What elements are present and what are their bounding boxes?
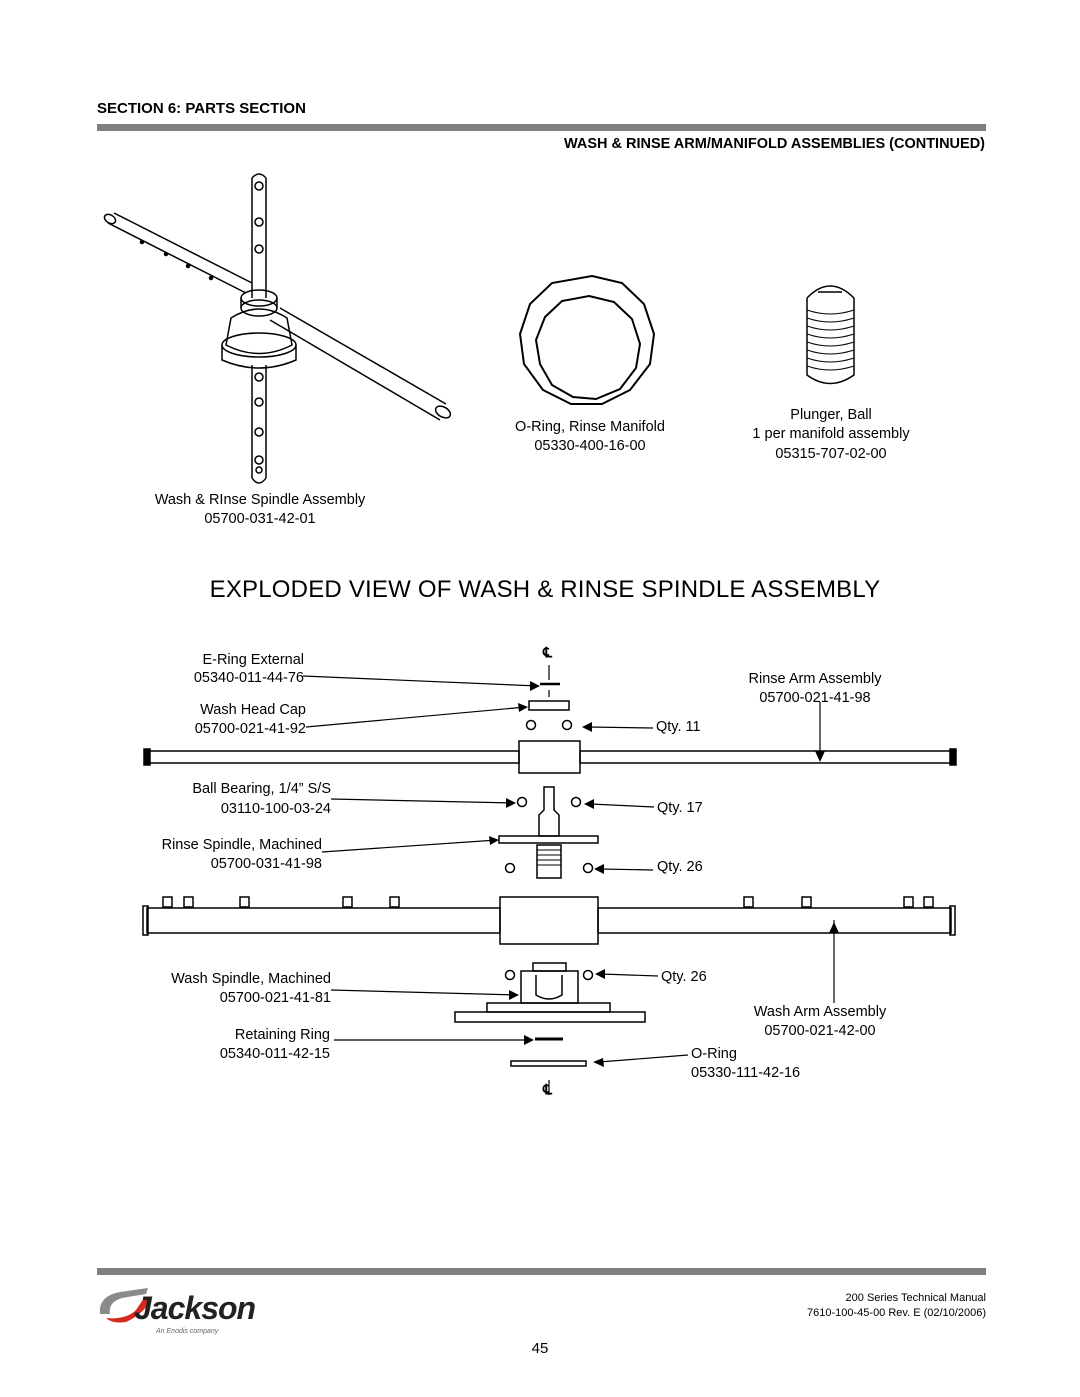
jackson-swoosh-icon bbox=[99, 1288, 152, 1323]
footer-divider bbox=[97, 1268, 986, 1275]
qty-label: Qty. 26 bbox=[661, 969, 707, 985]
wash-arm-name: Wash Arm Assembly bbox=[753, 1004, 887, 1020]
spindle-assembly-drawing bbox=[103, 173, 452, 484]
spindle-assembly-name: Wash & RInse Spindle Assembly bbox=[154, 492, 366, 508]
spindle-assembly-part: 05700-031-42-01 bbox=[204, 511, 316, 527]
wash-spindle-part: 05700-021-41-81 bbox=[219, 990, 331, 1006]
plunger-part: 05315-707-02-00 bbox=[775, 446, 887, 462]
ball-bearing-part: 03110-100-03-24 bbox=[220, 801, 331, 817]
document-number: 7610-100-45-00 Rev. E (02/10/2006) bbox=[807, 1307, 986, 1319]
e-ring-part: 05340-011-44-76 bbox=[193, 670, 304, 686]
plunger-name: Plunger, Ball bbox=[790, 407, 872, 423]
rinse-spindle-name: Rinse Spindle, Machined bbox=[161, 837, 322, 853]
ball-bearing-name: Ball Bearing, 1/4” S/S bbox=[192, 781, 331, 797]
header-divider bbox=[97, 124, 986, 131]
plunger-ball-drawing bbox=[806, 285, 855, 385]
wash-arm-part: 05700-021-42-00 bbox=[764, 1023, 876, 1039]
retaining-ring-part: 05340-011-42-15 bbox=[219, 1046, 330, 1062]
exploded-view-title: EXPLODED VIEW OF WASH & RINSE SPINDLE AS… bbox=[209, 576, 881, 603]
qty-label: Qty. 17 bbox=[657, 800, 703, 816]
o-ring-part: 05330-111-42-16 bbox=[691, 1065, 801, 1081]
rinse-spindle-part: 05700-031-41-98 bbox=[210, 856, 322, 872]
rinse-arm-name: Rinse Arm Assembly bbox=[748, 671, 882, 687]
retaining-ring-name: Retaining Ring bbox=[234, 1027, 330, 1043]
leader-lines bbox=[302, 675, 835, 1063]
subsection-heading: WASH & RINSE ARM/MANIFOLD ASSEMBLIES (CO… bbox=[563, 136, 985, 152]
o-ring-manifold-drawing bbox=[518, 274, 656, 405]
section-heading: SECTION 6: PARTS SECTION bbox=[97, 100, 306, 117]
rinse-arm-part: 05700-021-41-98 bbox=[759, 690, 871, 706]
wash-head-cap-name: Wash Head Cap bbox=[200, 702, 306, 718]
centerline-bottom-symbol: ℄ bbox=[543, 1081, 552, 1097]
wash-head-cap-part: 05700-021-41-92 bbox=[194, 721, 306, 737]
logo-tagline: An Enodis company bbox=[156, 1328, 219, 1335]
arrowheads bbox=[489, 681, 839, 1067]
exploded-view-drawing bbox=[142, 665, 957, 1095]
o-ring-manifold-name: O-Ring, Rinse Manifold bbox=[515, 419, 665, 435]
e-ring-name: E-Ring External bbox=[202, 652, 304, 668]
plunger-note: 1 per manifold assembly bbox=[752, 426, 910, 442]
jackson-logo: Jackson An Enodis company bbox=[96, 1282, 296, 1342]
manual-title: 200 Series Technical Manual bbox=[845, 1292, 986, 1304]
o-ring-name: O-Ring bbox=[691, 1046, 737, 1062]
o-ring-manifold-part: 05330-400-16-00 bbox=[534, 438, 646, 454]
logo-wordmark: Jackson bbox=[134, 1290, 256, 1326]
qty-label: Qty. 26 bbox=[657, 859, 703, 875]
centerline-top-symbol: ℄ bbox=[543, 644, 552, 660]
qty-label: Qty. 11 bbox=[656, 719, 701, 735]
page-number: 45 bbox=[531, 1340, 549, 1357]
wash-spindle-name: Wash Spindle, Machined bbox=[171, 971, 331, 987]
